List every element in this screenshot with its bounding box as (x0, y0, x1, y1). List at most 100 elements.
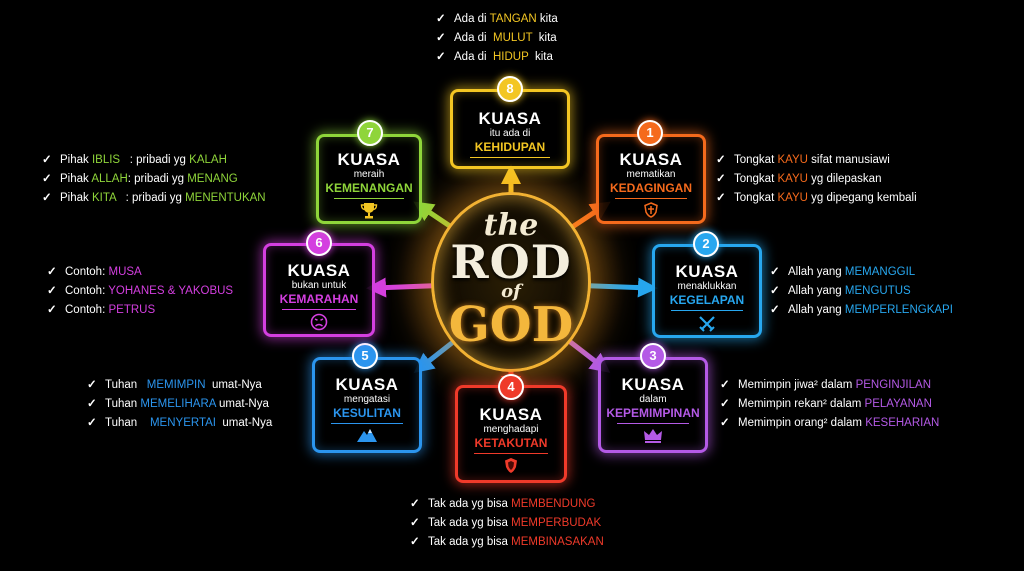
list-text: kita (536, 13, 558, 25)
list-text: Allah yang (788, 266, 845, 278)
list-highlight: MENANG (187, 173, 238, 185)
node-4-rule (473, 453, 549, 454)
node-6-box: KUASA bukan untuk KEMARAHAN (263, 243, 375, 337)
node-2-box: KUASA menaklukkan KEGELAPAN (652, 244, 762, 338)
list-item: ✓Pihak ALLAH: pribadi yg MENANG (42, 170, 266, 189)
list-text: Allah yang (788, 304, 845, 316)
list-text: Contoh: (65, 285, 109, 297)
node-1-list: ✓Tongkat KAYU sifat manusiawi✓Tongkat KA… (716, 151, 917, 208)
list-text: Pihak (60, 192, 92, 204)
central-hub: the ROD of GOD (431, 192, 591, 372)
list-highlight: MEMPERBUDAK (511, 517, 602, 529)
node-6-subtitle: bukan untuk (291, 280, 347, 291)
hub-god-text: GOD (448, 297, 574, 353)
list-item: ✓Tak ada yg bisa MEMBENDUNG (410, 495, 604, 514)
node-3-keyword: KEPEMIMPINAN (606, 406, 700, 420)
list-item: ✓Allah yang MEMANGGIL (770, 263, 953, 282)
node-7-rule (334, 198, 404, 199)
arrow-to-node-5 (413, 339, 456, 373)
list-item: ✓Tuhan MEMIMPIN umat-Nya (87, 376, 272, 395)
check-icon: ✓ (770, 285, 780, 297)
list-text: Tuhan (105, 417, 150, 429)
list-text: umat-Nya (205, 379, 262, 391)
list-highlight: MEMBINASAKAN (511, 536, 604, 548)
node-5-badge: 5 (352, 343, 378, 369)
list-highlight: ALLAH (91, 173, 128, 185)
node-4-badge: 4 (498, 374, 524, 400)
check-icon: ✓ (436, 51, 446, 63)
list-text: Ada di (454, 13, 490, 25)
node-1-badge: 1 (637, 120, 663, 146)
list-highlight: IBLIS (91, 154, 121, 166)
list-item: ✓Tuhan MEMELIHARA umat-Nya (87, 395, 272, 414)
list-text: kita (528, 51, 553, 63)
list-highlight: KAYU (777, 192, 808, 204)
list-text: Pihak (60, 173, 92, 185)
list-highlight: KAYU (777, 173, 808, 185)
node-6-badge: 6 (306, 230, 332, 256)
list-text: Memimpin jiwa² dalam (738, 379, 856, 391)
list-item: ✓Ada di TANGAN kita (436, 10, 558, 29)
node-1-title: KUASA (619, 150, 683, 169)
node-2-list: ✓Allah yang MEMANGGIL✓Allah yang MENGUTU… (770, 263, 953, 320)
list-item: ✓Tak ada yg bisa MEMBINASAKAN (410, 533, 604, 552)
node-4-subtitle: menghadapi (483, 424, 539, 435)
list-text: Allah yang (788, 285, 845, 297)
node-5-rule (330, 423, 404, 424)
node-3-subtitle: dalam (639, 394, 667, 405)
check-icon: ✓ (410, 517, 420, 529)
check-icon: ✓ (720, 417, 730, 429)
list-item: ✓Memimpin orang² dalam KESEHARIAN (720, 414, 939, 433)
node-7-list: ✓Pihak IBLIS : pribadi yg KALAH✓Pihak AL… (42, 151, 266, 208)
list-item: ✓Contoh: MUSA (47, 263, 233, 282)
arrow-to-node-2 (588, 277, 658, 298)
list-text: : pribadi yg (116, 192, 186, 204)
list-highlight: MUSA (108, 266, 142, 278)
list-item: ✓Memimpin rekan² dalam PELAYANAN (720, 395, 939, 414)
check-icon: ✓ (436, 32, 446, 44)
node-2-title: KUASA (675, 262, 739, 281)
list-text: Memimpin orang² dalam (738, 417, 866, 429)
list-highlight: MEMANGGIL (844, 266, 916, 278)
check-icon: ✓ (87, 379, 97, 391)
node-1-box: KUASA mematikan KEDAGINGAN (596, 134, 706, 224)
list-text: Ada di (454, 51, 493, 63)
shield-icon (505, 458, 517, 473)
list-highlight: MEMIMPIN (146, 379, 206, 391)
node-8-list: ✓Ada di TANGAN kita ✓ Ada di MULUT kita ✓ Ad… (436, 10, 558, 67)
angry-face-icon (310, 313, 328, 331)
list-item: ✓Tuhan MENYERTAI umat-Nya (87, 414, 272, 433)
list-highlight: MULUT (493, 32, 533, 44)
arrow-to-node-7 (413, 201, 453, 229)
list-text: Tongkat (734, 192, 778, 204)
check-icon: ✓ (720, 379, 730, 391)
list-text: yg dilepaskan (807, 173, 882, 185)
list-text: Tongkat (734, 173, 778, 185)
check-icon: ✓ (47, 266, 57, 278)
hub-rod-text: ROD (450, 235, 572, 289)
crossed-swords-icon (699, 316, 715, 332)
node-4-list: ✓Tak ada yg bisa MEMBENDUNG ✓Tak ada yg b… (410, 495, 604, 552)
node-6-rule (281, 309, 357, 310)
check-icon: ✓ (716, 192, 726, 204)
list-text: Contoh: (65, 304, 109, 316)
list-highlight: MEMELIHARA (140, 398, 216, 410)
node-8-box: KUASA itu ada di KEHIDUPAN (450, 89, 570, 169)
mountain-icon (357, 429, 377, 442)
list-text: Memimpin rekan² dalam (738, 398, 865, 410)
list-item: ✓Tongkat KAYU yg dipegang kembali (716, 189, 917, 208)
list-item: ✓Allah yang MENGUTUS (770, 282, 953, 301)
node-4-keyword: KETAKUTAN (474, 436, 548, 450)
list-highlight: YOHANES & YAKOBUS (108, 285, 234, 297)
node-3-box: KUASA dalam KEPEMIMPINAN (598, 357, 708, 453)
check-icon: ✓ (410, 536, 420, 548)
list-text: : pribadi yg (127, 173, 188, 185)
list-item: ✓Tongkat KAYU yg dilepaskan (716, 170, 917, 189)
node-5-subtitle: mengatasi (343, 394, 391, 405)
list-highlight: MEMPERLENGKAPI (844, 304, 953, 316)
node-5-list: ✓Tuhan MEMIMPIN umat-Nya✓Tuhan MEMELIHAR… (87, 376, 272, 433)
list-text: umat-Nya (215, 398, 269, 410)
check-icon: ✓ (87, 398, 97, 410)
check-icon: ✓ (47, 285, 57, 297)
